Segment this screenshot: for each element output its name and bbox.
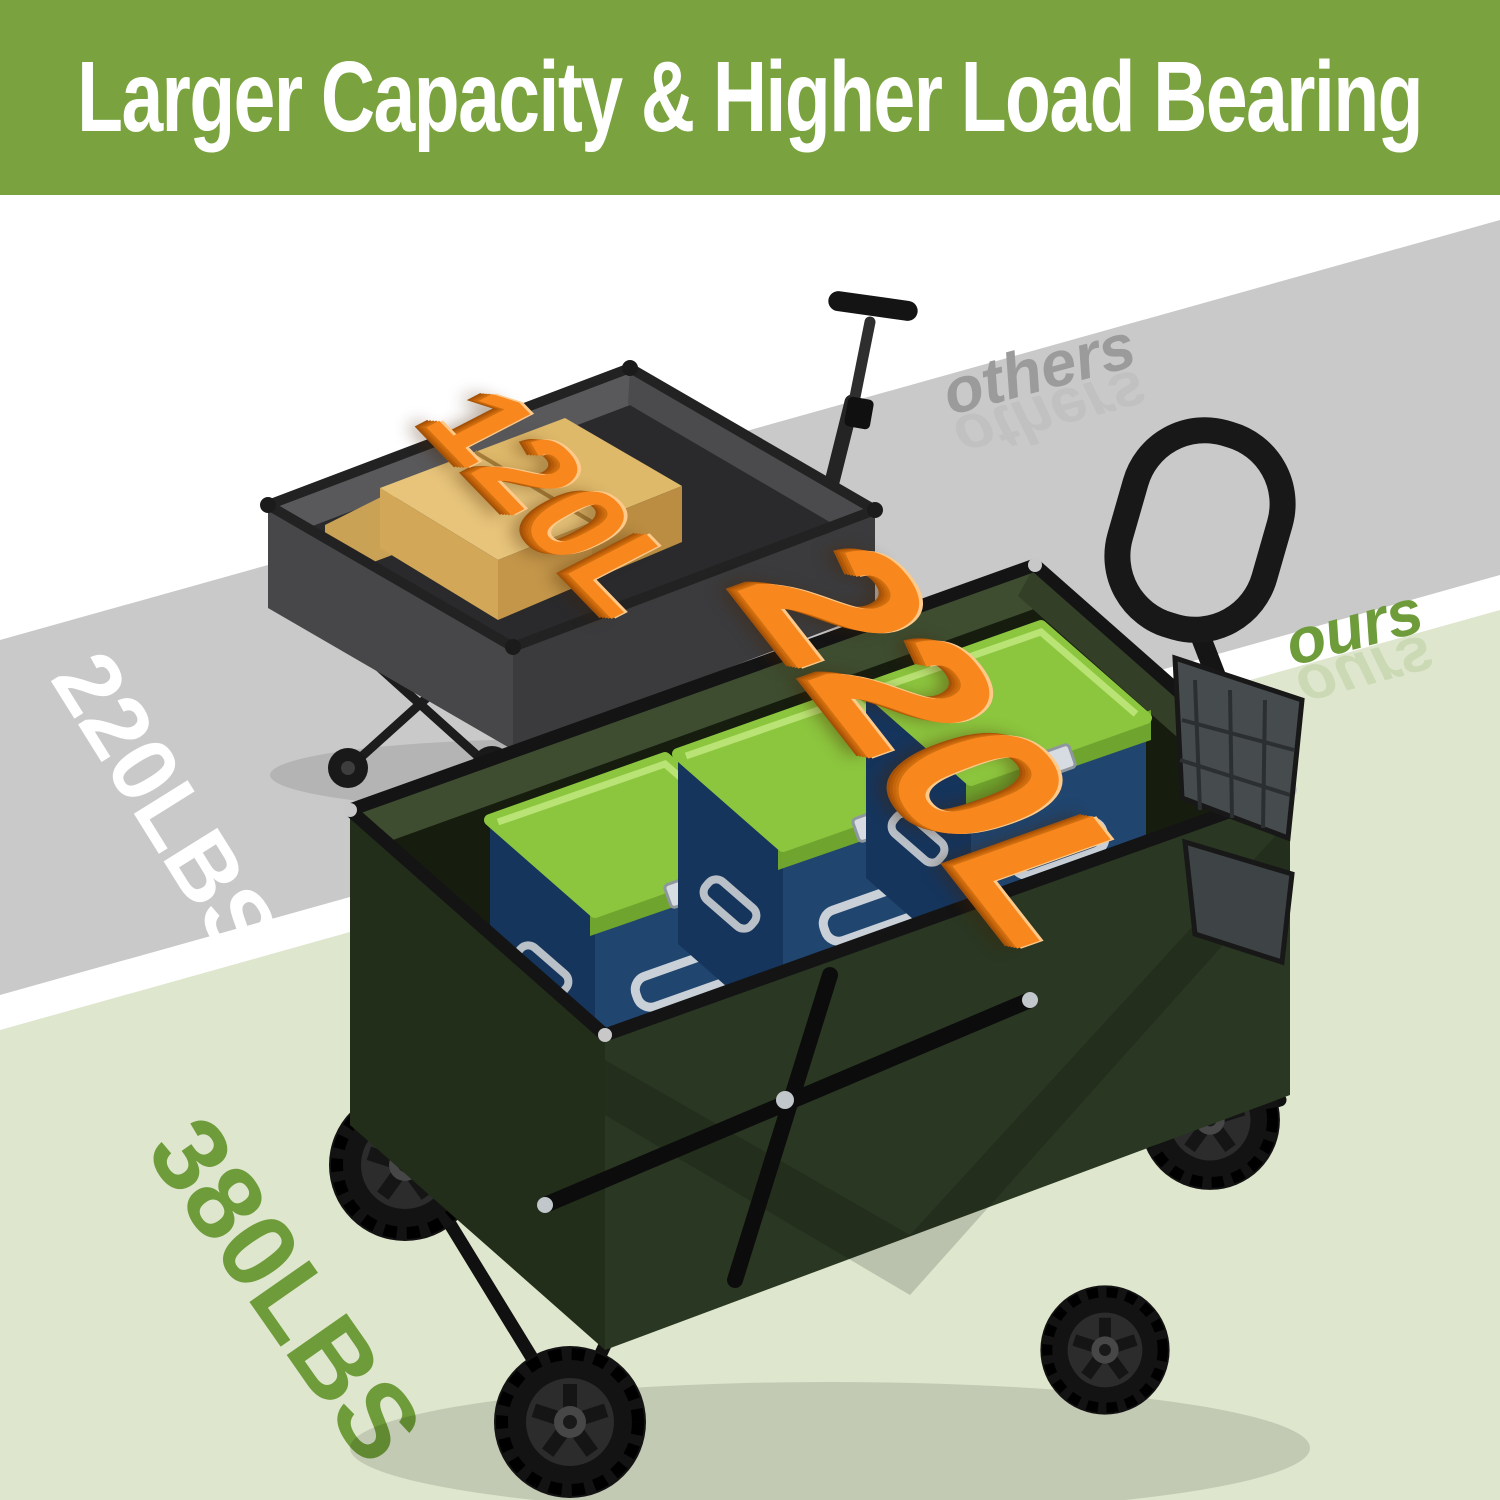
headline: Larger Capacity & Higher Load Bearing — [77, 41, 1424, 153]
header-banner: Larger Capacity & Higher Load Bearing — [0, 0, 1500, 195]
